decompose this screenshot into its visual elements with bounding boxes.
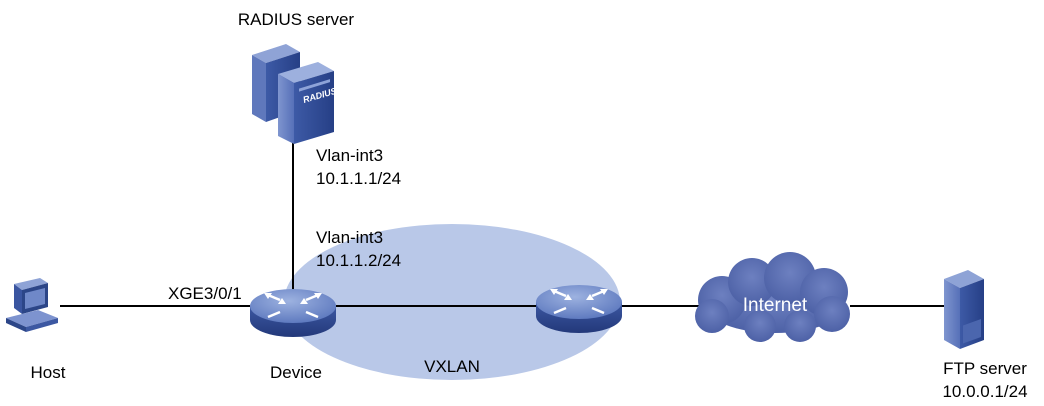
device-ip-label: 10.1.1.2/24 — [316, 251, 401, 270]
vxlan-switch-icon — [536, 285, 622, 333]
host-label: Host — [31, 363, 66, 382]
radius-interface-label: Vlan-int3 — [316, 146, 383, 165]
radius-server-label: RADIUS server — [238, 10, 355, 29]
vxlan-label: VXLAN — [424, 357, 480, 376]
ftp-server-label: FTP server — [943, 359, 1027, 378]
ftp-server-icon — [944, 270, 984, 349]
host-port-label: XGE3/0/1 — [168, 284, 242, 303]
device-label: Device — [270, 363, 322, 382]
internet-label: Internet — [743, 295, 808, 316]
radius-ip-label: 10.1.1.1/24 — [316, 169, 401, 188]
vxlan-cloud — [284, 224, 620, 380]
device-interface-label: Vlan-int3 — [316, 228, 383, 247]
radius-server-icon — [252, 44, 334, 144]
host-pc-icon — [6, 278, 58, 332]
ftp-ip-label: 10.0.0.1/24 — [942, 382, 1027, 401]
internet-cloud-icon — [695, 252, 850, 342]
device-router-icon — [250, 289, 336, 337]
